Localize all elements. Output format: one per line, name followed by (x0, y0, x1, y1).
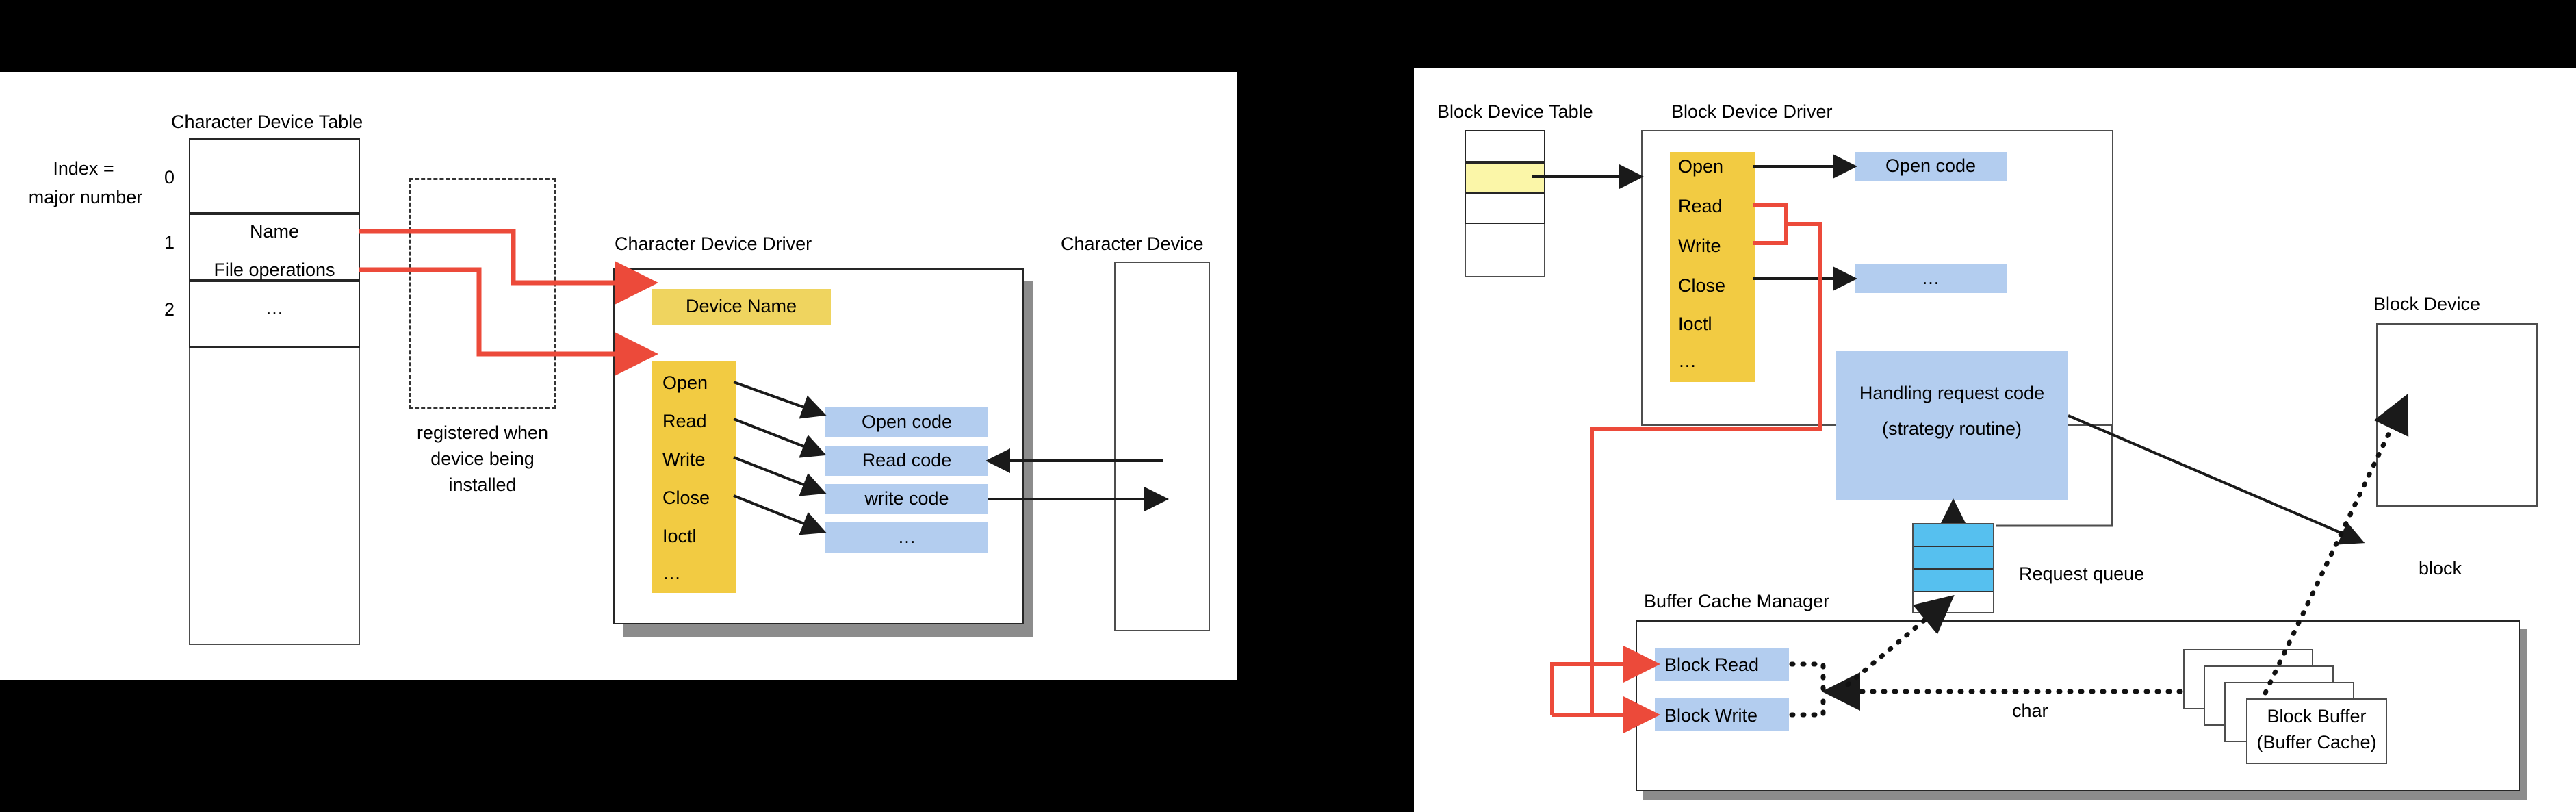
char-table-index-2: 2 (164, 299, 175, 320)
char-device-table-title: Character Device Table (171, 112, 363, 132)
char-table-row-2[interactable] (189, 281, 360, 348)
block-buffer-line2: (Buffer Cache) (2256, 732, 2377, 753)
request-queue-label: Request queue (2019, 563, 2145, 584)
index-note-line1: Index = (53, 158, 114, 179)
char-code-read[interactable] (825, 446, 988, 476)
block-table-row-0[interactable] (1465, 130, 1545, 162)
char-table-row-0[interactable] (189, 138, 360, 214)
block-flow-label: block (2419, 558, 2462, 579)
char-device-title: Character Device (1061, 233, 1204, 254)
block-write-label: Block Write (1664, 705, 1758, 726)
device-name-box[interactable] (652, 289, 831, 325)
block-device-table-title: Block Device Table (1437, 101, 1593, 122)
char-code-write-label: write code (864, 488, 949, 509)
index-note-line2: major number (28, 187, 143, 207)
char-table-field-file-operations: File operations (214, 259, 335, 280)
block-read-label: Block Read (1664, 655, 1760, 675)
char-device-box (1114, 262, 1210, 631)
block-table-row-2[interactable] (1465, 193, 1545, 224)
block-op-more: … (1678, 351, 1697, 371)
char-op-more: … (662, 563, 681, 583)
char-table-row2-value: … (265, 298, 284, 318)
char-code-write[interactable] (825, 484, 988, 514)
block-code-open-label: Open code (1885, 155, 1976, 177)
registration-dashed-box (409, 178, 556, 409)
strategy-routine-line2: (strategy routine) (1881, 418, 2022, 440)
block-code-more-label: … (1921, 268, 1940, 289)
char-flow-label: char (2012, 700, 2048, 721)
block-code-more[interactable] (1855, 264, 2007, 293)
block-op-close[interactable]: Close (1678, 275, 1726, 296)
block-table-row-1[interactable] (1465, 162, 1545, 193)
block-driver-ops-block (1670, 152, 1755, 382)
char-op-close[interactable]: Close (662, 487, 710, 508)
char-table-index-1: 1 (164, 232, 175, 253)
block-op-write[interactable]: Write (1678, 236, 1721, 256)
registration-note-line3: installed (448, 474, 517, 495)
registration-note-line1: registered when (416, 422, 549, 443)
device-name-label: Device Name (685, 296, 797, 317)
block-buffer-line1: Block Buffer (2267, 706, 2367, 727)
block-op-ioctl[interactable]: Ioctl (1678, 314, 1712, 334)
block-op-open[interactable]: Open (1678, 156, 1724, 177)
request-queue-slot-3[interactable] (1914, 570, 1993, 592)
block-table-row-1-highlight[interactable] (1466, 163, 1544, 192)
char-code-more-label: … (897, 526, 916, 548)
char-op-write[interactable]: Write (662, 449, 706, 470)
char-table-index-0: 0 (164, 167, 175, 188)
char-op-ioctl[interactable]: Ioctl (662, 526, 697, 546)
char-driver-ops-block (652, 361, 736, 593)
block-device-driver-title: Block Device Driver (1671, 101, 1833, 122)
block-op-read[interactable]: Read (1678, 196, 1723, 216)
char-code-open[interactable] (825, 407, 988, 437)
registration-note-line2: device being (430, 448, 534, 469)
block-buffer-card-4[interactable] (2246, 698, 2387, 764)
buffer-cache-manager-title: Buffer Cache Manager (1644, 591, 1830, 611)
strategy-routine-line1: Handling request code (1859, 383, 2045, 404)
char-code-open-label: Open code (861, 411, 953, 433)
char-op-open[interactable]: Open (662, 372, 708, 393)
char-device-driver-title: Character Device Driver (615, 233, 812, 254)
block-device-title: Block Device (2373, 294, 2481, 314)
char-table-field-name: Name (249, 221, 300, 242)
char-table-row-1[interactable] (189, 214, 360, 281)
block-code-open[interactable] (1855, 152, 2007, 181)
char-code-more[interactable] (825, 522, 988, 553)
block-device-box (2376, 323, 2538, 507)
request-queue-slot-1[interactable] (1914, 524, 1993, 547)
char-op-read[interactable]: Read (662, 411, 707, 431)
request-queue-slot-2[interactable] (1914, 547, 1993, 570)
char-code-read-label: Read code (862, 450, 952, 471)
